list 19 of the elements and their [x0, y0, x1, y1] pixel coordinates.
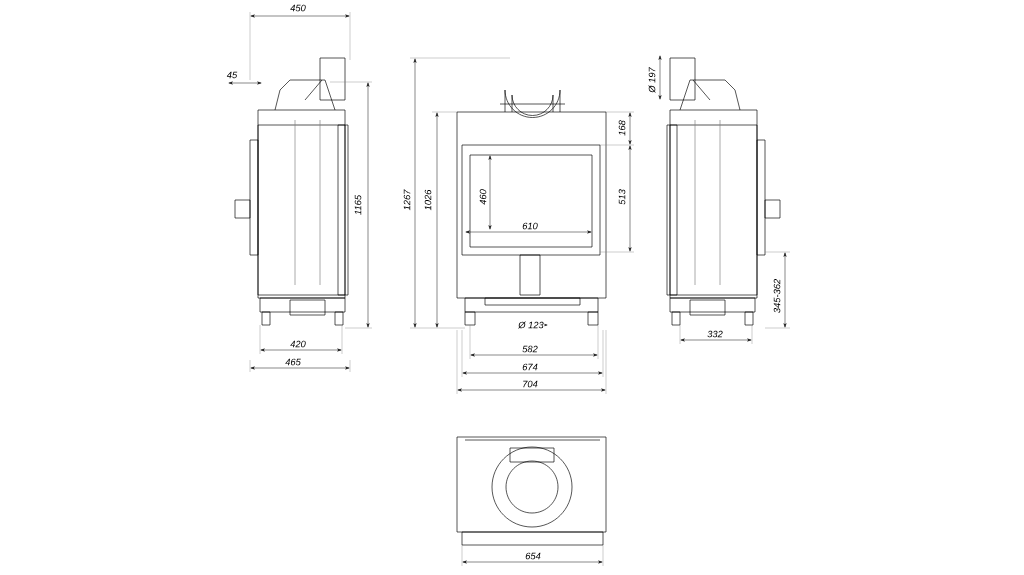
dimension-label: 420 [289, 339, 307, 349]
dimension-label: 654 [524, 551, 542, 561]
dimension-label: 332 [706, 329, 724, 339]
dimension-label: 704 [521, 379, 539, 389]
dimension-label: 450 [289, 3, 307, 13]
dimension-label: 345-362 [772, 278, 782, 314]
dimension-label: 1165 [353, 194, 363, 216]
dimension-label: 610 [521, 221, 539, 231]
dimension-label: 460 [478, 188, 488, 206]
dimension-label: 168 [617, 119, 627, 137]
dimension-label: 513 [617, 188, 627, 206]
dimension-label: 674 [521, 362, 539, 372]
dimension-label: 45 [226, 70, 238, 80]
dimension-label: 582 [521, 344, 539, 354]
dimension-label: 465 [284, 357, 302, 367]
dimension-label: Ø 123 [517, 320, 545, 330]
dimension-label: Ø 197 [647, 66, 657, 94]
dimension-label: 1267 [402, 188, 412, 212]
dimension-label: 1026 [423, 188, 433, 212]
